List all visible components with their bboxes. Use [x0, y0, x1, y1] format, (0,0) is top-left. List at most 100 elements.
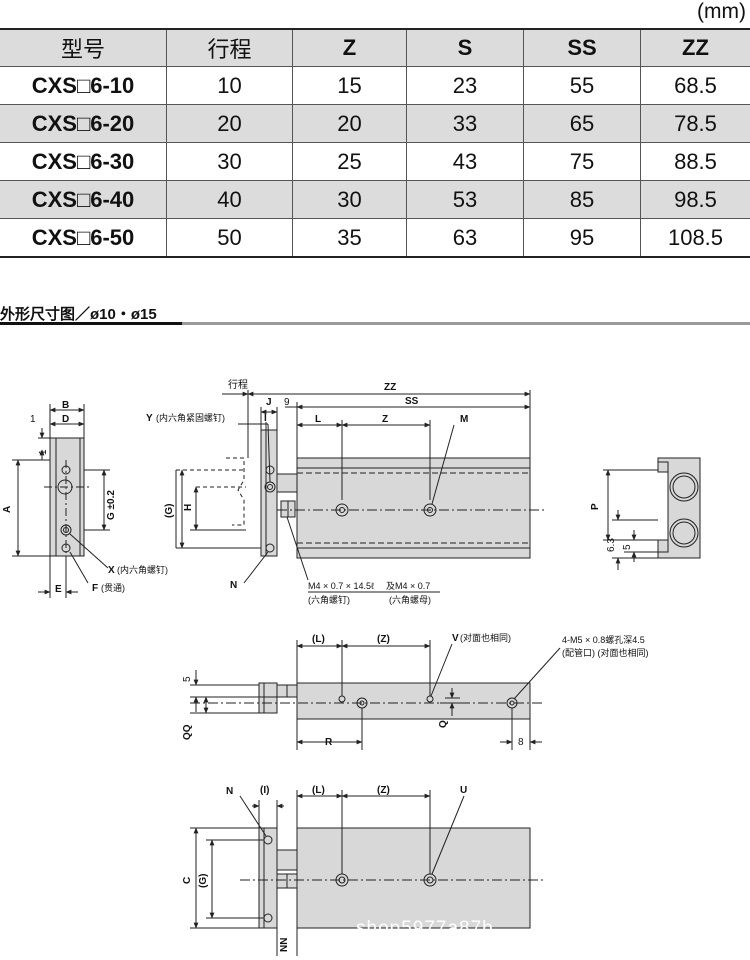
cell-stroke: 10 — [166, 66, 293, 105]
dim-g-paren: (G) — [164, 504, 175, 518]
dim-zz: ZZ — [384, 382, 396, 393]
label-x: X — [108, 565, 115, 576]
dim-six-three: 6.3 — [606, 538, 617, 552]
dimension-drawing: B D 1 1 A G ±0.2 E F (贯通) X (内六角螺钉) — [2, 378, 701, 956]
cell-model: CXS□6-50 — [0, 218, 167, 258]
cell-z: 35 — [292, 218, 407, 258]
dim-q: Q — [438, 720, 449, 728]
section-rule-grey — [182, 322, 750, 325]
dim-z-paren-bottom: (Z) — [377, 785, 390, 796]
dim-qq: QQ — [182, 724, 193, 740]
label-v-note: (对面也相同) — [460, 632, 511, 643]
label-port: 4-M5 × 0.8螺孔深4.5 — [562, 635, 645, 645]
label-x-note: (内六角螺钉) — [117, 564, 168, 575]
dim-l-paren-bottom: (L) — [312, 785, 325, 796]
label-hex-screw: (六角螺钉) — [308, 594, 350, 605]
dim-h: H — [183, 504, 194, 511]
top-view — [190, 640, 561, 750]
cell-zz: 98.5 — [640, 180, 750, 219]
label-m: M — [460, 414, 468, 425]
section-rule-dark — [0, 322, 182, 325]
section-title: 外形尺寸图／ø10・ø15 — [0, 306, 157, 323]
side-view-main-labels: 行程 ZZ SS J 9 L Z M Y (内六角紧固螺钉) I (G) H N… — [146, 378, 468, 605]
label-n-bottom: N — [226, 786, 233, 797]
dim-nn: NN — [279, 938, 290, 952]
dim-z-paren: (Z) — [377, 634, 390, 645]
cell-model: CXS□6-40 — [0, 180, 167, 219]
end-view-right — [603, 457, 701, 570]
cell-model: CXS□6-20 — [0, 104, 167, 143]
label-u: U — [460, 785, 467, 796]
dim-i-paren: (I) — [260, 785, 269, 796]
cell-ss: 85 — [523, 180, 641, 219]
dim-one-b: 1 — [38, 449, 49, 455]
dim-one-a: 1 — [30, 414, 36, 425]
dim-d: D — [62, 414, 69, 425]
cell-s: 23 — [406, 66, 524, 105]
col-z: Z — [292, 28, 407, 67]
dim-stroke: 行程 — [228, 378, 248, 391]
label-port-note: (配管口) (对面也相同) — [562, 647, 649, 658]
unit-label: (mm) — [697, 0, 746, 23]
dim-g-paren-bottom: (G) — [198, 874, 209, 888]
cell-ss: 95 — [523, 218, 641, 258]
cell-z: 30 — [292, 180, 407, 219]
label-hex-nut: (六角螺母) — [389, 594, 431, 605]
cell-s: 33 — [406, 104, 524, 143]
cell-ss: 65 — [523, 104, 641, 143]
cell-z: 25 — [292, 142, 407, 181]
cell-stroke: 30 — [166, 142, 293, 181]
cell-stroke: 40 — [166, 180, 293, 219]
dim-r: R — [325, 737, 333, 748]
cell-s: 53 — [406, 180, 524, 219]
cell-model: CXS□6-10 — [0, 66, 167, 105]
end-view-left — [12, 404, 110, 598]
table-row: CXS□6-50 50 35 63 95 108.5 — [0, 218, 750, 258]
cell-zz: 108.5 — [640, 218, 750, 258]
cell-stroke: 20 — [166, 104, 293, 143]
label-y: Y — [146, 413, 153, 424]
table-header-row: 型号 行程 Z S SS ZZ — [0, 28, 750, 67]
col-s: S — [406, 28, 524, 67]
label-m4-nut: 及M4 × 0.7 — [386, 581, 430, 591]
label-y-note: (内六角紧固螺钉) — [156, 412, 225, 423]
cell-ss: 55 — [523, 66, 641, 105]
dim-g: G ±0.2 — [106, 490, 117, 520]
table-row: CXS□6-20 20 20 33 65 78.5 — [0, 104, 750, 143]
col-stroke: 行程 — [166, 28, 293, 67]
label-m4-screw: M4 × 0.7 × 14.5ℓ — [308, 581, 375, 591]
cell-z: 15 — [292, 66, 407, 105]
dim-five: 5 — [622, 544, 633, 550]
table-row: CXS□6-30 30 25 43 75 88.5 — [0, 142, 750, 181]
col-ss: SS — [523, 28, 641, 67]
dim-j: J — [266, 397, 272, 408]
dim-nine: 9 — [284, 397, 290, 408]
dim-z: Z — [382, 414, 388, 425]
table-row: CXS□6-40 40 30 53 85 98.5 — [0, 180, 750, 219]
dim-e: E — [55, 584, 62, 595]
dim-i: I — [264, 413, 267, 424]
watermark: shop5977a87b — [356, 918, 494, 939]
label-f-note: (贯通) — [101, 583, 125, 593]
dim-l: L — [315, 414, 321, 425]
col-model: 型号 — [0, 28, 167, 67]
bottom-view-labels: N (I) (L) (Z) U C (G) NN — [182, 785, 467, 952]
cell-s: 63 — [406, 218, 524, 258]
dim-c: C — [182, 877, 193, 884]
side-view-main — [175, 390, 545, 584]
dim-l-paren: (L) — [312, 634, 325, 645]
dim-b: B — [62, 400, 69, 411]
bottom-view — [190, 790, 545, 956]
dim-five-top: 5 — [182, 676, 193, 682]
label-v: V — [452, 633, 459, 644]
cell-zz: 88.5 — [640, 142, 750, 181]
end-view-left-labels: B D 1 1 A G ±0.2 E F (贯通) X (内六角螺钉) — [2, 400, 168, 595]
dim-a: A — [2, 506, 13, 513]
dim-p: P — [590, 503, 601, 510]
cell-stroke: 50 — [166, 218, 293, 258]
cell-ss: 75 — [523, 142, 641, 181]
end-view-right-labels: P 6.3 5 — [590, 503, 633, 552]
spec-table: 型号 行程 Z S SS ZZ CXS□6-10 10 15 23 55 68.… — [0, 28, 750, 258]
cell-zz: 68.5 — [640, 66, 750, 105]
table-row: CXS□6-10 10 15 23 55 68.5 — [0, 66, 750, 105]
